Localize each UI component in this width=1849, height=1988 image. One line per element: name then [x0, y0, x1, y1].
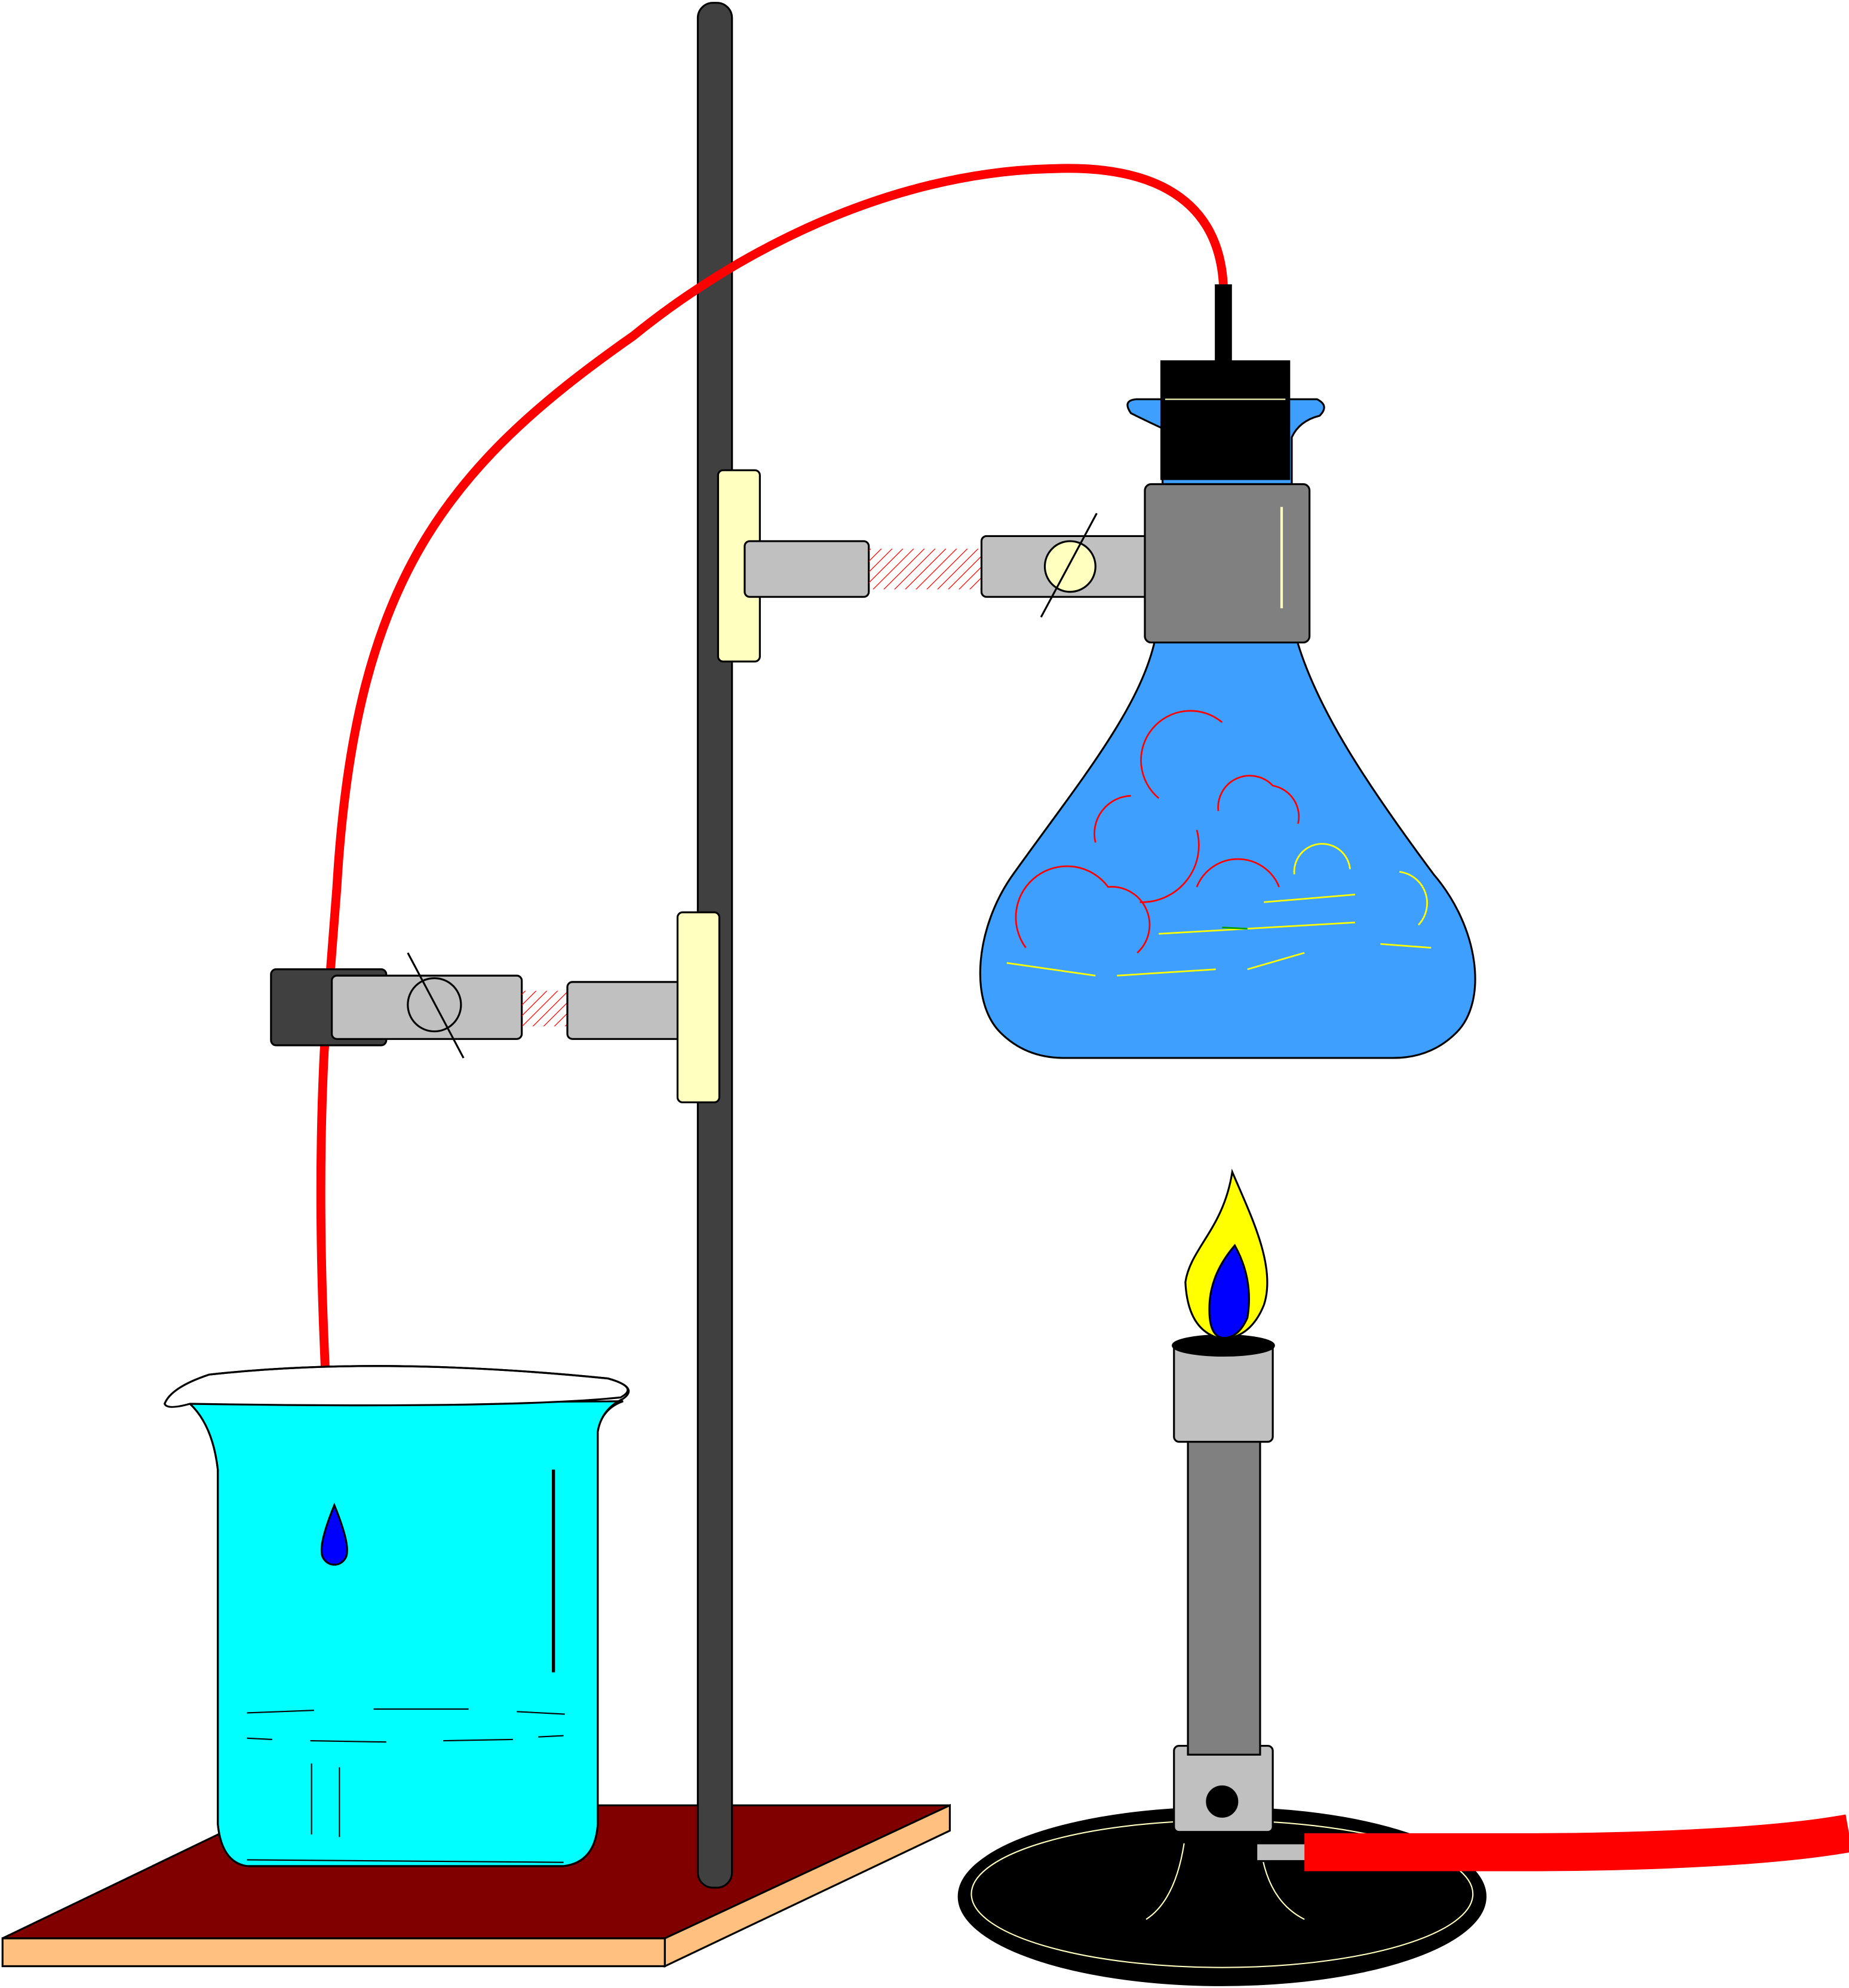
- graduation-marks: [247, 1708, 565, 1863]
- flame-inner: [1208, 1244, 1250, 1339]
- stopper-tube: [1215, 284, 1232, 363]
- stopper: [1160, 360, 1291, 480]
- gas-nozzle: [1255, 1842, 1308, 1863]
- gas-hose: [1304, 1814, 1849, 1872]
- delivery-tube: [316, 164, 1228, 1496]
- flask-collar: [1144, 483, 1311, 644]
- clamp-screw: [1043, 540, 1096, 593]
- conical-flask: [979, 284, 1476, 1059]
- burner-tube: [1187, 1437, 1261, 1756]
- air-hole: [1206, 1785, 1239, 1818]
- upper-clamp: [717, 469, 1174, 662]
- lower-clamp: [270, 911, 721, 1103]
- flask-contents: [1006, 710, 1432, 977]
- bunsen-burner: [957, 1168, 1849, 1986]
- beaker: [163, 1365, 630, 1867]
- water-drop: [320, 1502, 348, 1566]
